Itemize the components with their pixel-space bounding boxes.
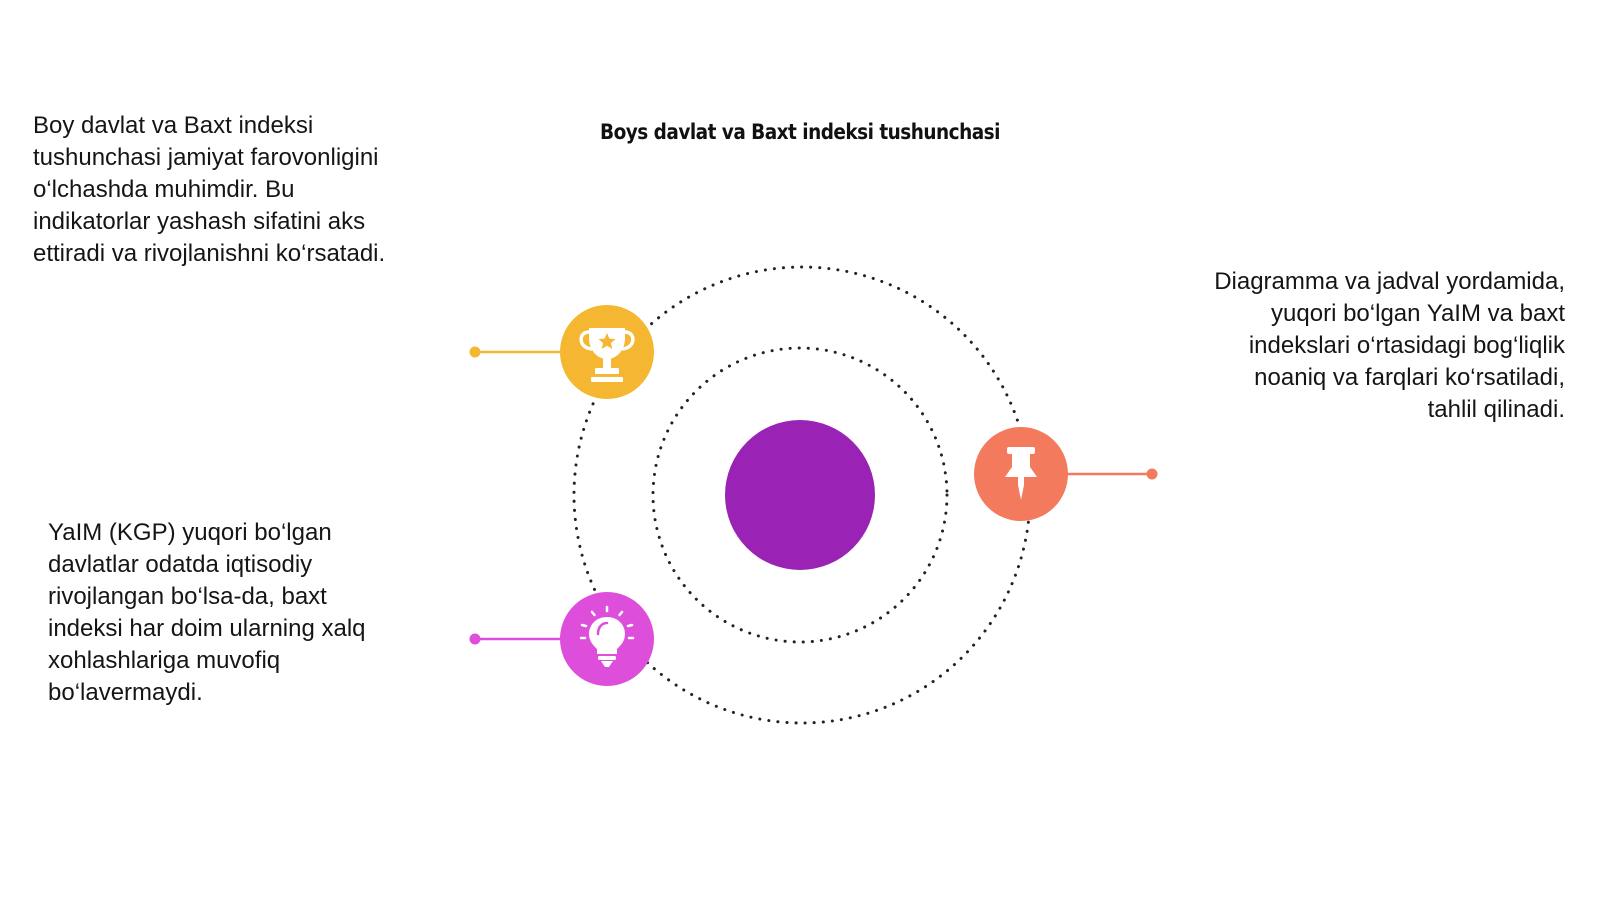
trophy-icon	[579, 328, 635, 382]
text-block-bottom-left: YaIM (KGP) yuqori bo‘lgan davlatlar odat…	[48, 519, 366, 706]
node-lightbulb	[560, 592, 654, 686]
connector-trophy	[469, 346, 565, 358]
pushpin-icon	[1005, 447, 1037, 500]
text-block-top-left: Boy davlat va Baxt indeksi tushunchasi j…	[33, 112, 386, 267]
diagram-title: Boys davlat va Baxt indeksi tushunchasi	[600, 120, 1000, 144]
inner-orbit	[651, 346, 949, 644]
connector-lightbulb	[469, 633, 565, 645]
center-circle	[725, 420, 875, 570]
lightbulb-icon	[579, 605, 635, 667]
node-pushpin	[974, 427, 1068, 521]
node-trophy	[560, 305, 654, 399]
text-block-right: Diagramma va jadval yordamida, yuqori bo…	[1214, 268, 1565, 423]
connector-pushpin	[1060, 468, 1158, 480]
